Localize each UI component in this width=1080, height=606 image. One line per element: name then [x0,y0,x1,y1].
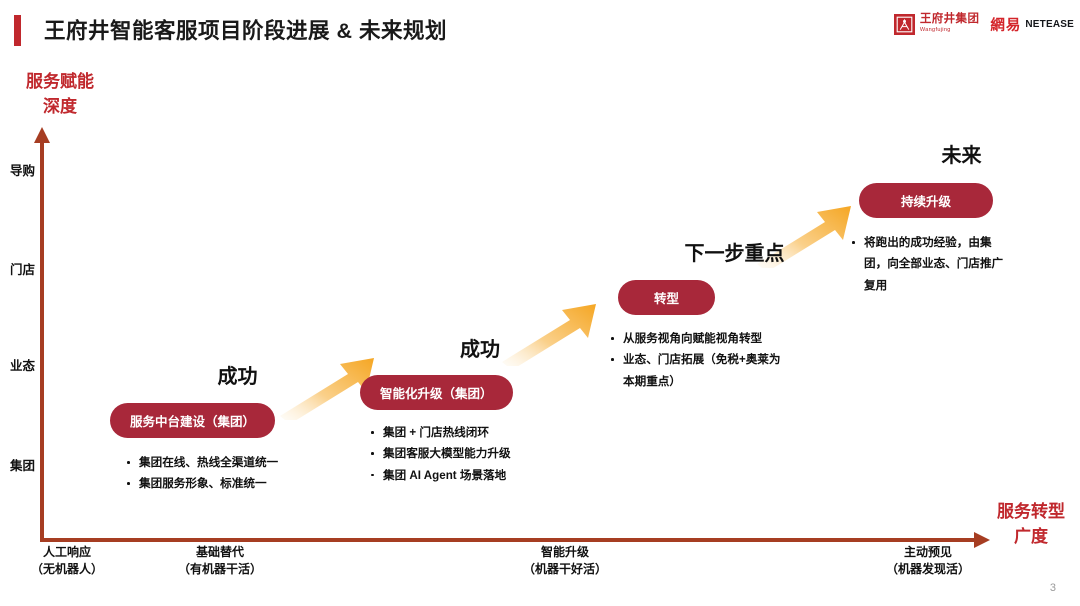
brand-logos: 王府井集团 Wangfujing 網易 NETEASE [893,11,1074,37]
wangfujing-gate-icon [893,13,915,35]
stage-2[interactable]: 成功 智能化升级（集团） 集团 + 门店热线闭环 集团客服大模型能力升级 集团 … [360,333,580,486]
y-axis-line [40,141,44,541]
stage-1-title: 成功 [217,366,258,388]
y-tick-yetai: 业态 [10,359,36,373]
stage-3-pill[interactable]: 转型 [618,280,716,315]
wangfujing-wordmark: 王府井集团 Wangfujing [920,14,980,33]
y-tick-mendian: 门店 [10,263,36,277]
stage-3-bullets: 从服务视角向赋能视角转型 业态、门店拓展（免税+奥莱为 本期重点） [610,328,845,392]
x-tick-jichu-line1: 基础替代 [195,545,244,559]
arrow-stage1-to-stage2-icon [280,358,374,420]
list-item: 从服务视角向赋能视角转型 [610,328,845,349]
arrow-stage3-to-stage4-icon [757,206,851,268]
list-item: 集团 AI Agent 场景落地 [370,465,580,486]
list-item: 业态、门店拓展（免税+奥莱为 本期重点） [610,349,845,392]
list-item: 集团 + 门店热线闭环 [370,422,580,443]
x-axis-title: 服务转型 广度 [988,500,1074,549]
arrow-stage2-to-stage3-icon [502,304,596,366]
stage-1[interactable]: 成功 服务中台建设（集团） 集团在线、热线全渠道统一 集团服务形象、标准统一 [110,360,345,495]
stage-4-title: 未来 [941,145,982,167]
netease-name-en: NETEASE [1025,18,1074,30]
x-tick-jichu-line2: （有机器干活） [177,562,262,577]
x-tick-zhineng-line1: 智能升级 [540,545,589,559]
x-tick-rengong: 人工响应 （无机器人） [0,544,142,579]
x-tick-zhineng-line2: （机器干好活） [522,562,607,577]
stage-2-pill[interactable]: 智能化升级（集团） [360,375,513,410]
list-item: 集团服务形象、标准统一 [126,473,345,494]
x-axis-line [40,538,980,542]
y-axis-title: 服务赋能 深度 [12,70,108,119]
wangfujing-logo: 王府井集团 Wangfujing [893,13,980,35]
x-tick-rengong-line1: 人工响应 [42,545,91,559]
stage-3-title: 下一步重点 [684,243,785,265]
stage-2-title: 成功 [460,339,500,361]
x-axis-title-line2: 广度 [1014,526,1048,546]
stage-2-bullets: 集团 + 门店热线闭环 集团客服大模型能力升级 集团 AI Agent 场景落地 [370,422,580,486]
stage-3[interactable]: 下一步重点 转型 从服务视角向赋能视角转型 业态、门店拓展（免税+奥莱为 本期重… [610,237,845,392]
page-title: 王府井智能客服项目阶段进展 & 未来规划 [44,19,447,43]
title-accent-bar [14,15,21,46]
y-tick-jituan: 集团 [10,459,36,473]
list-item: 集团客服大模型能力升级 [370,443,580,464]
netease-name-cn: 網易 [990,17,1022,34]
stage-4-bullets: 将跑出的成功经验，由集 团，向全部业态、门店推广 复用 [851,232,1060,296]
x-tick-zhudong-line2: （机器发现活） [885,562,970,577]
x-tick-rengong-line2: （无机器人） [30,562,103,577]
stage-1-bullets: 集团在线、热线全渠道统一 集团服务形象、标准统一 [126,452,345,495]
x-axis-arrowhead-icon [974,532,990,548]
list-item: 将跑出的成功经验，由集 团，向全部业态、门店推广 复用 [851,232,1060,296]
list-item: 集团在线、热线全渠道统一 [126,452,345,473]
x-tick-zhineng: 智能升级 （机器干好活） [490,544,640,579]
stage-4[interactable]: 未来 持续升级 将跑出的成功经验，由集 团，向全部业态、门店推广 复用 [845,139,1060,296]
x-axis-title-line1: 服务转型 [997,502,1065,521]
x-tick-zhudong: 主动预见 （机器发现活） [853,544,1003,579]
stage-4-pill[interactable]: 持续升级 [859,183,994,218]
y-axis-title-line2: 深度 [43,96,77,116]
page-number: 3 [1049,582,1056,594]
y-axis-arrowhead-icon [34,127,50,143]
x-tick-jichu: 基础替代 （有机器干活） [145,544,295,579]
y-tick-daogou: 导购 [10,164,36,178]
netease-logo: 網易 NETEASE [990,14,1074,35]
stage-1-pill[interactable]: 服务中台建设（集团） [110,403,276,438]
y-axis-title-line1: 服务赋能 [26,72,94,91]
wangfujing-name-cn: 王府井集团 [919,13,980,26]
wangfujing-name-en: Wangfujing [919,26,951,33]
x-tick-zhudong-line1: 主动预见 [903,545,952,559]
